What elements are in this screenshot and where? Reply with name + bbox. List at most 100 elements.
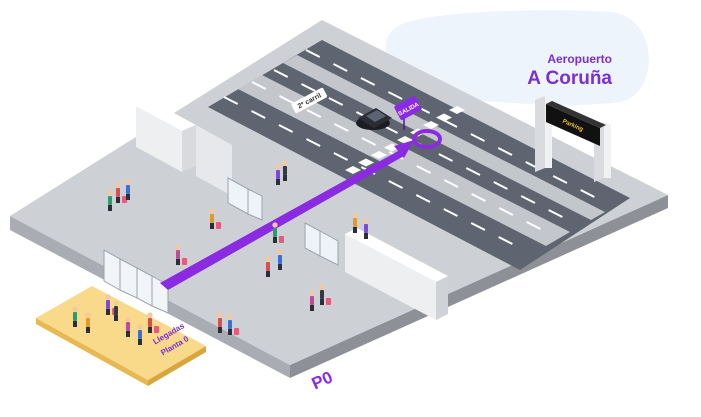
lane-dash — [223, 96, 239, 105]
person-icon — [115, 182, 121, 203]
lane-dash — [493, 181, 508, 190]
person-icon — [217, 312, 223, 333]
arrivals-pad — [36, 286, 206, 380]
luggage-icon — [182, 258, 187, 265]
person-icon — [265, 256, 271, 277]
lane-dash — [443, 179, 459, 188]
lane-dash — [443, 208, 458, 217]
person-icon — [113, 300, 119, 321]
lane-dash — [251, 110, 266, 119]
lane-dash — [470, 133, 485, 142]
crosswalk-stripe — [449, 106, 465, 114]
lane-dash — [279, 95, 294, 104]
lane-dash — [305, 49, 321, 58]
wall-right-top — [345, 228, 448, 282]
lane-dash — [306, 109, 322, 118]
person-icon — [175, 244, 181, 265]
glass-doors-arrivals — [103, 249, 169, 314]
lane-dash — [498, 207, 514, 216]
pickup-tag — [394, 96, 422, 120]
person-icon — [209, 208, 215, 229]
title-bubble — [385, 10, 649, 105]
person-icon — [147, 312, 153, 333]
lane-dash — [465, 167, 481, 176]
person-icon — [85, 312, 91, 333]
crosswalk-stripe — [371, 151, 387, 159]
lane-dash — [333, 63, 348, 72]
lane-dash — [333, 123, 349, 132]
person-icon — [72, 306, 78, 327]
glass-doors-left — [227, 177, 263, 221]
person-icon — [272, 222, 278, 243]
lane-dash — [552, 175, 568, 184]
lane-dash — [471, 193, 486, 202]
person-icon — [363, 218, 369, 239]
luggage-icon — [326, 298, 331, 305]
wall-mid — [196, 125, 232, 196]
road-median-2 — [283, 55, 605, 220]
person-icon — [107, 190, 113, 211]
luggage-icon — [216, 222, 221, 229]
platform-side-right — [290, 195, 668, 378]
airport-title-line2: A Coruña — [527, 68, 612, 89]
glass-doors-right — [304, 222, 339, 266]
person-icon — [282, 160, 288, 181]
wall-left-side — [182, 125, 196, 172]
arrivals-pad-side-r — [148, 346, 206, 386]
lane-dash — [442, 119, 458, 128]
airport-title-line1: Aeropuerto — [547, 52, 612, 66]
luggage-icon — [154, 326, 159, 333]
lane-dash — [360, 77, 376, 86]
car-icon — [356, 108, 392, 130]
wall-left-top — [136, 100, 196, 131]
luggage-icon — [279, 236, 284, 243]
lane-dash — [438, 153, 453, 162]
lane-dash — [387, 91, 403, 100]
wall-right-side — [436, 276, 448, 320]
person-icon — [277, 249, 283, 270]
pickup-marker-icon — [412, 129, 442, 149]
floor-label: P0 — [309, 368, 336, 394]
person-icon — [105, 294, 111, 315]
lane-dash — [328, 97, 344, 106]
lane-dash — [361, 137, 377, 146]
sign-board-icon — [546, 104, 600, 146]
person-icon — [309, 290, 315, 311]
lane-dash — [470, 222, 486, 231]
lane-dash — [415, 194, 431, 203]
wall-left-front — [136, 106, 182, 172]
lane-dash — [301, 83, 316, 92]
lane-dash — [580, 189, 595, 198]
crosswalk-stripe — [423, 121, 439, 129]
lane-dash — [497, 147, 513, 156]
person-icon — [352, 212, 358, 233]
route-arrow-head — [394, 140, 414, 158]
lane-dash — [548, 209, 563, 218]
person-icon — [275, 164, 281, 185]
wall-right-front — [345, 234, 436, 320]
lane-dash — [520, 195, 536, 204]
person-icon — [227, 314, 233, 335]
lane-dash — [273, 69, 289, 78]
lane-dash — [278, 124, 294, 133]
lane-dash — [333, 152, 349, 161]
crosswalk-stripe — [345, 166, 361, 174]
road-median-1 — [238, 75, 570, 246]
person-icon — [137, 324, 143, 345]
lane-dash — [388, 180, 403, 189]
overhead-sign — [535, 96, 611, 182]
crosswalk-stripe — [358, 158, 374, 167]
crosswalk-stripe — [436, 113, 452, 122]
lane-label-box — [291, 87, 328, 114]
person-icon — [319, 284, 325, 305]
person-icon — [125, 316, 131, 337]
lane-dash — [498, 236, 513, 245]
walking-route — [160, 146, 410, 290]
luggage-icon — [234, 328, 239, 335]
travelers — [72, 160, 369, 345]
arrivals-pad-side — [36, 318, 148, 386]
luggage-icon — [122, 196, 127, 203]
lane-markings — [223, 49, 595, 245]
